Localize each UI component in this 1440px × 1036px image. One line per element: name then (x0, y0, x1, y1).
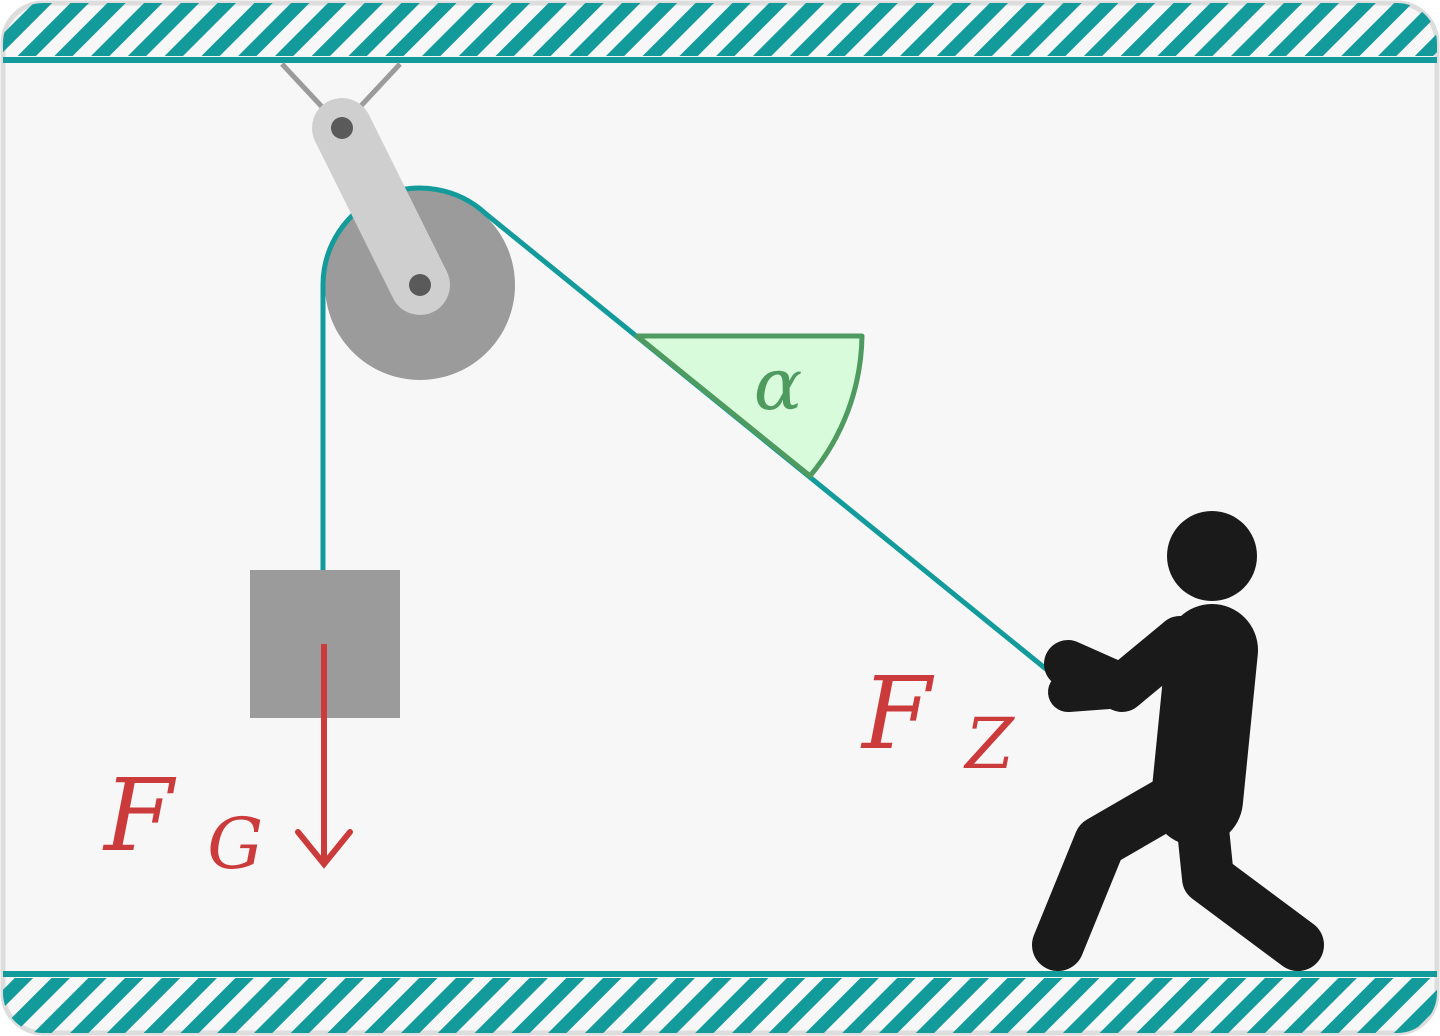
person-head (1167, 511, 1257, 601)
pull-force-label-main: F (860, 655, 935, 772)
person-front-leg (1174, 774, 1324, 971)
weight-force-label: F G (102, 757, 263, 885)
pulley-arm (312, 98, 450, 315)
weight-force-label-main: F (102, 757, 177, 874)
person-arm-lower (1048, 668, 1142, 712)
angle-label: α (754, 342, 803, 426)
pulley-axle (409, 274, 431, 296)
pulley-pin-top (331, 117, 353, 139)
person-figure (1032, 511, 1324, 971)
floor-hatch (3, 971, 1437, 1033)
weight-force-label-sub: G (207, 803, 263, 885)
pull-force-label: F Z (860, 655, 1015, 785)
ceiling-hatch (3, 3, 1437, 63)
weight-force-arrow (295, 644, 353, 869)
angle-marker (634, 333, 865, 479)
person-back-leg (1032, 764, 1216, 971)
pull-force-label-sub: Z (963, 703, 1015, 785)
